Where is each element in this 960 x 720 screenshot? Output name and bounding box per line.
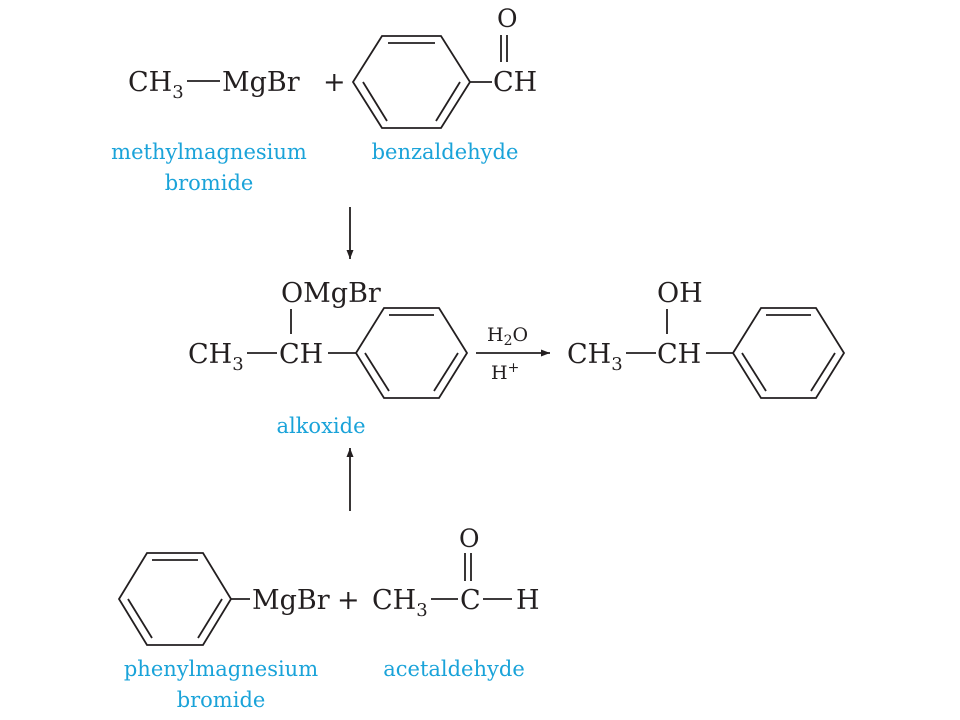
aldehyde-h: H [516, 585, 540, 616]
ring-double-bond [127, 598, 153, 639]
benzene-ring-4 [117, 552, 233, 646]
ring-double-bond [364, 352, 390, 392]
ch3-group: CH3 [372, 585, 428, 621]
ring-double-bond [741, 352, 767, 392]
label-bromide-2: bromide [177, 688, 266, 712]
ring-double-bond [810, 352, 836, 392]
mgbr-group: MgBr [252, 585, 330, 616]
benzene-ring-1 [351, 35, 472, 129]
ch-group: CH [657, 339, 701, 370]
label-benzaldehyde: benzaldehyde [372, 140, 519, 164]
label-phenylmagnesium: phenylmagnesium [124, 657, 318, 681]
plus-sign-1: + [323, 67, 346, 98]
carbonyl-oxygen: O [497, 4, 518, 33]
acetaldehyde-structure: CH3 C H O [372, 524, 540, 621]
methylmagnesium-bromide-formula: CH3 MgBr [128, 67, 300, 103]
ch-group: CH [279, 339, 323, 370]
carbonyl-carbon: C [460, 585, 481, 616]
ring-double-bond [435, 81, 461, 122]
label-methylmagnesium: methylmagnesium [111, 140, 307, 164]
benzaldehyde-structure: O CH [351, 4, 537, 129]
hydrolysis-conditions: H2O H+ [476, 324, 550, 384]
aldehyde-ch: CH [493, 67, 537, 98]
label-bromide-1: bromide [165, 171, 254, 195]
ring-double-bond [433, 352, 459, 392]
ch3-group: CH3 [128, 67, 184, 103]
omgbr-group: OMgBr [281, 278, 381, 309]
benzene-ring-2 [354, 307, 469, 399]
benzene-ring-3 [731, 307, 846, 399]
alkoxide-structure: OMgBr CH3 CH [188, 278, 469, 399]
ch3-group: CH3 [567, 339, 623, 375]
label-acetaldehyde: acetaldehyde [383, 657, 525, 681]
plus-sign-2: + [337, 585, 360, 616]
ch3-group: CH3 [188, 339, 244, 375]
ring-double-bond [197, 598, 223, 639]
phenylmagnesium-bromide-formula: MgBr [117, 552, 330, 646]
ring-double-bond [362, 81, 388, 122]
label-alkoxide: alkoxide [276, 414, 365, 438]
acid-reagent: H+ [491, 360, 519, 384]
product-structure: OH CH3 CH [567, 278, 846, 399]
mgbr-group: MgBr [222, 67, 300, 98]
carbonyl-oxygen: O [459, 524, 480, 553]
oh-group: OH [657, 278, 703, 309]
water-reagent: H2O [487, 324, 528, 349]
